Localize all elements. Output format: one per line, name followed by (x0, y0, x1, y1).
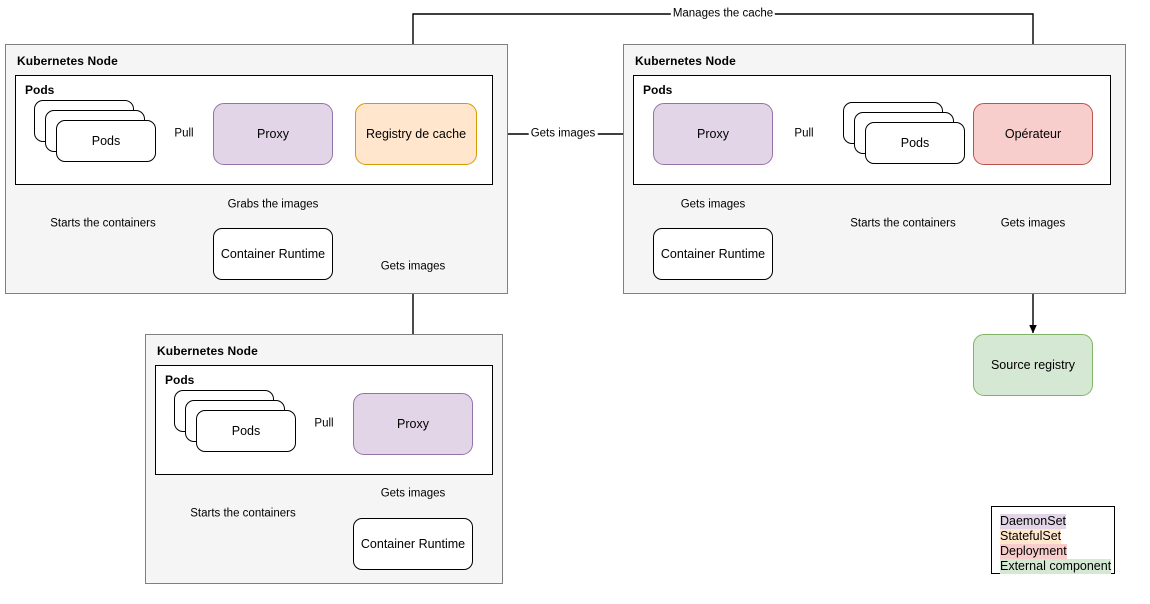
proxy-label: Proxy (397, 417, 429, 431)
proxy-right[interactable]: Proxy (653, 103, 773, 165)
proxy-bottom[interactable]: Proxy (353, 393, 473, 455)
proxy-label: Proxy (257, 127, 289, 141)
source-registry[interactable]: Source registry (973, 334, 1093, 396)
pod-stack-bottom[interactable]: Pods (174, 390, 299, 452)
operateur[interactable]: Opérateur (973, 103, 1093, 165)
container-runtime-bottom[interactable]: Container Runtime (353, 518, 473, 570)
container-runtime-left[interactable]: Container Runtime (213, 228, 333, 280)
pods-group-label: Pods (25, 83, 55, 97)
edge-label-operator-gets-images: Gets images (998, 217, 1068, 231)
pod-layer-front: Pods (865, 122, 965, 164)
pod-layer-front: Pods (56, 120, 156, 162)
node-title: Kubernetes Node (157, 344, 258, 358)
edge-label-left-starts-containers: Starts the containers (48, 217, 158, 231)
container-runtime-label: Container Runtime (660, 247, 766, 261)
edge-label-bottom-gets-images: Gets images (378, 487, 448, 501)
pod-stack-label: Pods (900, 136, 930, 150)
container-runtime-label: Container Runtime (360, 537, 466, 551)
edge-label-manages-the-cache: Manages the cache (670, 7, 776, 21)
edge-label-left-gets-images-down: Gets images (378, 260, 448, 274)
registry-label: Registry de cache (365, 127, 467, 141)
proxy-label: Proxy (697, 127, 729, 141)
proxy-left[interactable]: Proxy (213, 103, 333, 165)
pod-stack-right[interactable]: Pods (843, 102, 968, 164)
source-registry-label: Source registry (990, 358, 1076, 372)
legend-item-external-component: External component (1000, 559, 1112, 574)
legend-item-statefulset: StatefulSet (1000, 529, 1062, 544)
pods-group-label: Pods (165, 373, 195, 387)
edge-label-left-pull: Pull (172, 127, 196, 141)
node-title: Kubernetes Node (17, 54, 118, 68)
container-runtime-right[interactable]: Container Runtime (653, 228, 773, 280)
edge-label-right-pull: Pull (792, 127, 816, 141)
legend-item-daemonset: DaemonSet (1000, 514, 1067, 529)
pods-group-label: Pods (643, 83, 673, 97)
edge-label-bottom-pull: Pull (312, 417, 336, 431)
edge-label-right-starts-containers: Starts the containers (848, 217, 958, 231)
legend: DaemonSet StatefulSet Deployment Externa… (991, 506, 1115, 574)
node-title: Kubernetes Node (635, 54, 736, 68)
edge-label-right-gets-images: Gets images (678, 198, 748, 212)
operator-label: Opérateur (1004, 127, 1062, 141)
edge-label-left-grabs-images: Grabs the images (225, 198, 321, 212)
pod-layer-front: Pods (196, 410, 296, 452)
registry-de-cache[interactable]: Registry de cache (355, 103, 477, 165)
edge-label-between-gets-images: Gets images (528, 127, 598, 141)
edge-label-bottom-starts-containers: Starts the containers (188, 507, 298, 521)
legend-item-deployment: Deployment (1000, 544, 1067, 559)
pod-stack-label: Pods (231, 424, 261, 438)
pod-stack-label: Pods (91, 134, 121, 148)
container-runtime-label: Container Runtime (220, 247, 326, 261)
pod-stack-left[interactable]: Pods (34, 100, 159, 162)
